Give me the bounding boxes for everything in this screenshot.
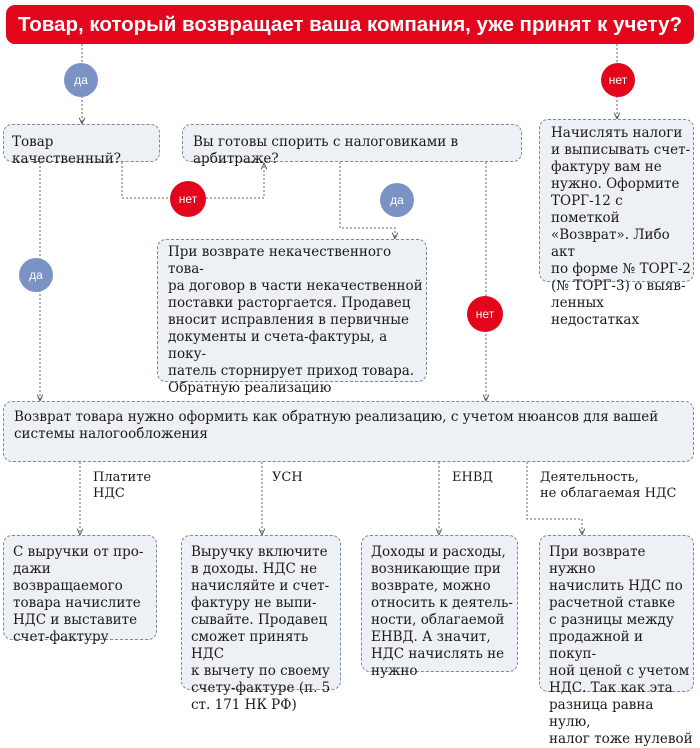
yes-badge-top: да [64,63,98,97]
outcome-non-taxable-text: При возврате нужно начислить НДС по расч… [549,544,693,747]
no-badge-dispute: нет [467,296,503,332]
outcome-usn-box: Выручку включите в доходы. НДС не начисл… [181,535,341,713]
yes-badge-quality: да [19,258,53,292]
regime-vat-label: Платите НДС [93,470,152,501]
outcome-vat-text: С выручки от про- дажи возвращаемого тов… [13,544,144,645]
outcome-non-taxable-box: При возврате нужно начислить НДС по расч… [539,535,694,747]
no-accounting-text: Начислять налоги и выписывать счет- факт… [551,125,691,328]
question-dispute-box: Вы готовы спорить с налоговиками в арбит… [182,124,522,167]
page-title: Товар, который возвращает ваша компания,… [6,5,694,44]
regime-non-taxable-label: Деятельность, не облагаемая НДС [540,470,677,501]
outcome-vat-box: С выручки от про- дажи возвращаемого тов… [3,535,157,645]
no-badge-quality: нет [170,181,206,217]
reverse-sale-box: Возврат товара нужно оформить как обратн… [3,401,694,462]
outcome-usn-text: Выручку включите в доходы. НДС не начисл… [191,544,331,713]
defective-goods-box: При возврате некачественного това- ра до… [157,239,427,430]
no-badge-top: нет [601,63,635,97]
question-quality: Товар качественный? [12,134,121,167]
question-quality-box: Товар качественный? [3,124,160,167]
regime-envd-label: ЕНВД [452,470,493,485]
question-dispute: Вы готовы спорить с налоговиками в арбит… [193,134,459,167]
outcome-envd-box: Доходы и расходы, возникающие при возвра… [361,535,518,679]
outcome-envd-text: Доходы и расходы, возникающие при возвра… [371,544,513,679]
no-accounting-box: Начислять налоги и выписывать счет- факт… [539,119,694,328]
reverse-sale-text: Возврат товара нужно оформить как обратн… [14,409,659,442]
regime-usn-label: УСН [272,470,303,485]
yes-badge-dispute: да [380,183,414,217]
